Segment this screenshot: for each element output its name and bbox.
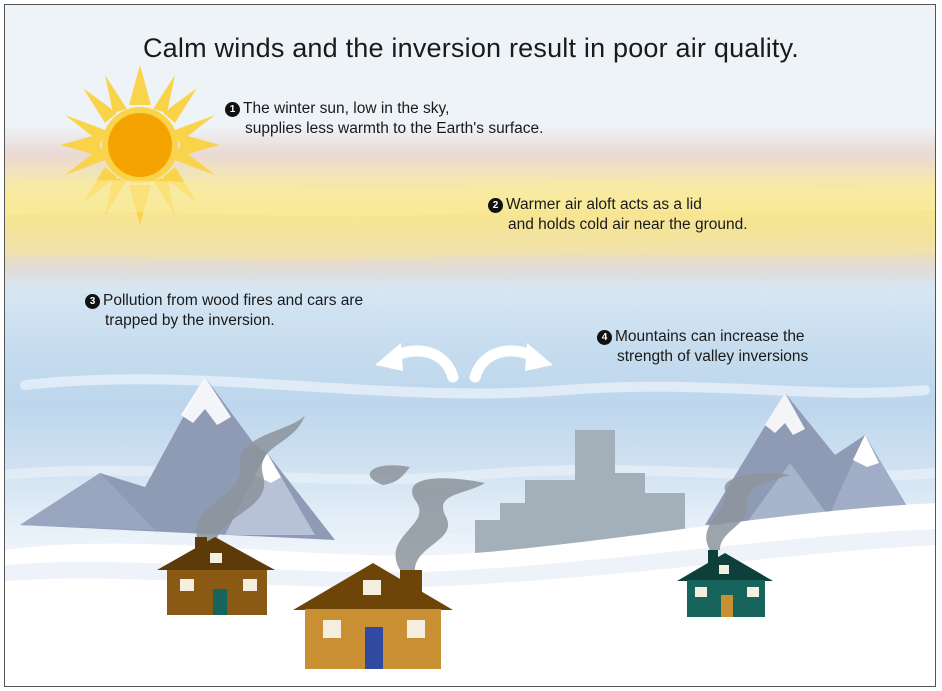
note-line: Pollution from wood fires and cars are bbox=[103, 292, 364, 309]
number-badge: 3 bbox=[85, 294, 100, 309]
diagram-title: Calm winds and the inversion result in p… bbox=[142, 33, 799, 63]
note-line: Warmer air aloft acts as a lid bbox=[506, 196, 702, 213]
note-line: and holds cold air near the ground. bbox=[508, 216, 748, 233]
diagram-frame: Calm winds and the inversion result in p… bbox=[4, 4, 936, 687]
house-brown bbox=[157, 537, 275, 615]
warm-air-layer bbox=[5, 180, 935, 260]
note-line: strength of valley inversions bbox=[617, 348, 809, 365]
inversion-illustration bbox=[5, 65, 935, 686]
note-line: trapped by the inversion. bbox=[105, 312, 275, 329]
number-badge: 2 bbox=[488, 198, 503, 213]
note-line: Mountains can increase the bbox=[615, 328, 805, 345]
right-mountains bbox=[705, 393, 917, 525]
note-line: supplies less warmth to the Earth's surf… bbox=[245, 120, 544, 137]
circulation-arrows bbox=[375, 343, 553, 383]
number-badge: 4 bbox=[597, 330, 612, 345]
number-badge: 1 bbox=[225, 102, 240, 117]
note-line: The winter sun, low in the sky, bbox=[243, 100, 450, 117]
left-mountains bbox=[20, 377, 335, 540]
house-teal bbox=[677, 550, 773, 617]
smoke-plumes bbox=[196, 415, 790, 570]
house-tan bbox=[293, 563, 453, 669]
